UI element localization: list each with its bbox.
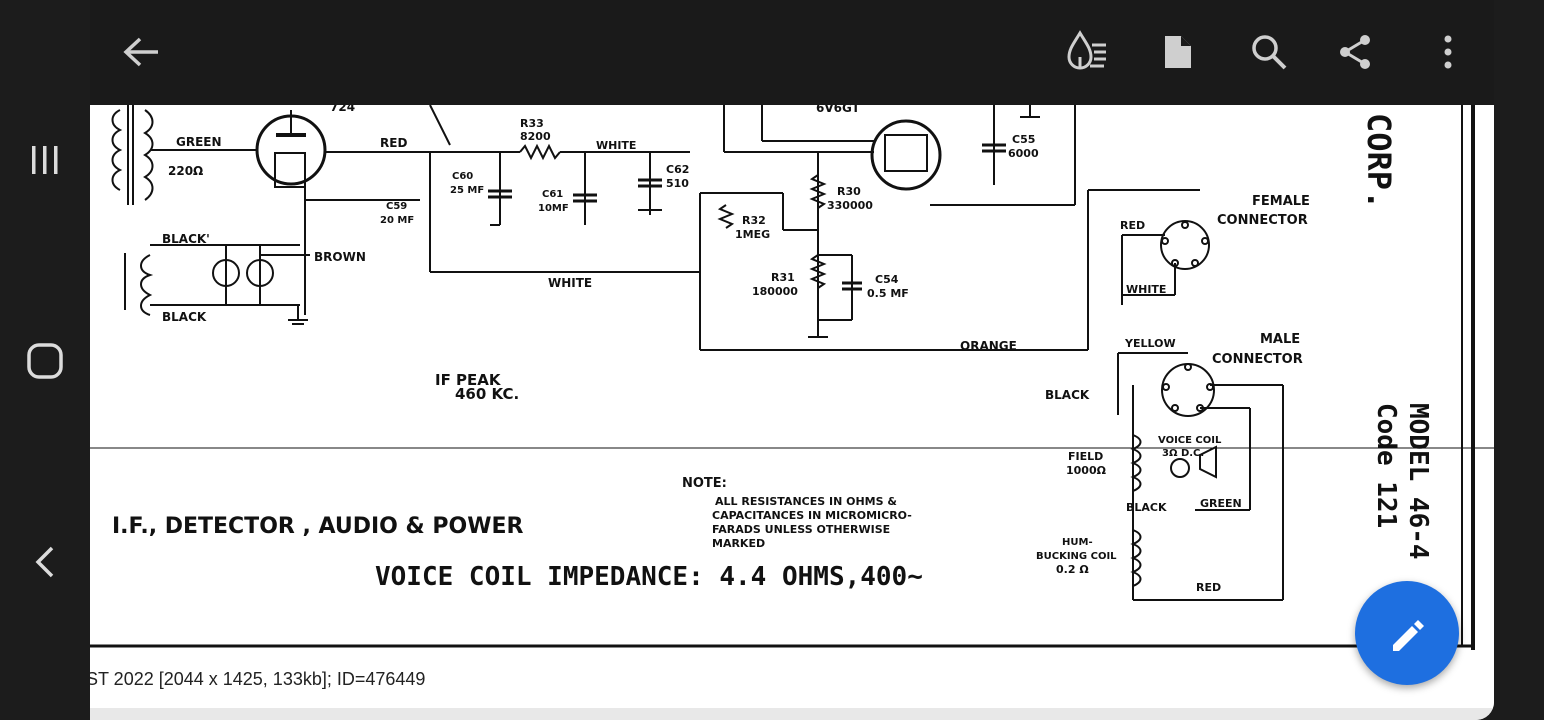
label-c61: C61 xyxy=(542,189,563,200)
label-c54-value: 0.5 MF xyxy=(867,287,909,300)
label-bucking: BUCKING COIL xyxy=(1036,551,1117,562)
schematic-title: I.F., DETECTOR , AUDIO & POWER xyxy=(112,514,523,539)
right-edge xyxy=(1494,0,1544,720)
label-r30: R30 xyxy=(837,185,861,198)
label-r33-value: 8200 xyxy=(520,130,551,143)
enhance-icon[interactable] xyxy=(1057,22,1117,82)
label-c62-value: 510 xyxy=(666,177,689,190)
label-green: GREEN xyxy=(176,135,222,149)
label-connector-2: CONNECTOR xyxy=(1212,352,1303,367)
label-hum: HUM- xyxy=(1062,537,1093,548)
image-info-text: ST 2022 [2044 x 1425, 133kb]; ID=476449 xyxy=(90,669,426,689)
note-head: NOTE: xyxy=(682,476,727,491)
label-c55-value: 6000 xyxy=(1008,147,1039,160)
schematic-image: I.F., DETECTOR , AUDIO & POWER NOTE: ALL… xyxy=(90,105,1494,650)
label-field: FIELD xyxy=(1068,450,1103,463)
edit-button[interactable] xyxy=(1355,581,1459,685)
note-line-4: MARKED xyxy=(712,537,765,550)
label-c54: C54 xyxy=(875,273,899,286)
label-black-spk: BLACK xyxy=(1126,501,1167,514)
recent-apps-icon[interactable] xyxy=(0,120,90,200)
note-line-1: ALL RESISTANCES IN OHMS & xyxy=(715,495,897,508)
bottom-strip xyxy=(90,708,1494,720)
note-line-2: CAPACITANCES IN MICROMICRO- xyxy=(712,509,912,522)
label-c59-value: 20 MF xyxy=(380,215,414,226)
corp-label: CORP. xyxy=(1360,113,1398,209)
model-label: MODEL 46-4 xyxy=(1403,403,1433,560)
label-black-bot: BLACK xyxy=(162,310,207,324)
label-orange: ORANGE xyxy=(960,339,1017,353)
label-r32: R32 xyxy=(742,214,766,227)
label-vc-ohm: 3Ω D.C. xyxy=(1162,448,1204,459)
image-canvas[interactable]: I.F., DETECTOR , AUDIO & POWER NOTE: ALL… xyxy=(90,105,1494,650)
label-voice-coil: VOICE COIL xyxy=(1158,435,1222,446)
impedance-label: VOICE COIL IMPEDANCE: 4.4 OHMS,400~ xyxy=(375,562,923,592)
label-c60: C60 xyxy=(452,171,473,182)
label-yellow: YELLOW xyxy=(1124,337,1176,350)
label-220: 220Ω xyxy=(168,164,203,178)
label-r32-value: 1MEG xyxy=(735,228,770,241)
label-hum-value: 0.2 Ω xyxy=(1056,563,1089,576)
label-white-top: WHITE xyxy=(596,139,636,152)
label-tube-num: 724 xyxy=(330,105,355,114)
label-white-mid: WHITE xyxy=(548,276,592,290)
label-c59: C59 xyxy=(386,201,407,212)
note-line-3: FARADS UNLESS OTHERWISE xyxy=(712,523,890,536)
if-peak-value: 460 KC. xyxy=(455,385,519,403)
edit-pencil-icon xyxy=(1393,620,1424,651)
label-r30-value: 330000 xyxy=(827,199,873,212)
label-r31: R31 xyxy=(771,271,795,284)
label-green-spk: GREEN xyxy=(1200,497,1242,510)
more-vert-icon[interactable] xyxy=(1418,22,1478,82)
home-icon[interactable] xyxy=(0,321,90,401)
label-red-conn: RED xyxy=(1120,219,1145,232)
label-tube: 6V6GT xyxy=(816,105,861,115)
label-brown: BROWN xyxy=(314,250,366,264)
label-black-conn: BLACK xyxy=(1045,388,1090,402)
back-icon[interactable] xyxy=(0,522,90,602)
image-viewer-window: I.F., DETECTOR , AUDIO & POWER NOTE: ALL… xyxy=(90,0,1494,720)
label-connector-1: CONNECTOR xyxy=(1217,213,1308,228)
label-c62: C62 xyxy=(666,163,689,176)
search-icon[interactable] xyxy=(1239,22,1299,82)
label-c60-value: 25 MF xyxy=(450,185,484,196)
label-red-spk: RED xyxy=(1196,581,1221,594)
share-icon[interactable] xyxy=(1325,22,1385,82)
label-r33: R33 xyxy=(520,117,544,130)
label-field-value: 1000Ω xyxy=(1066,464,1107,477)
label-c55: C55 xyxy=(1012,133,1035,146)
if-peak-label: IF PEAK xyxy=(435,371,502,389)
label-female: FEMALE xyxy=(1252,194,1310,209)
label-c61-value: 10MF xyxy=(538,203,569,214)
label-white-conn: WHITE xyxy=(1126,283,1166,296)
viewer-toolbar xyxy=(90,0,1494,105)
label-r31-value: 180000 xyxy=(752,285,798,298)
label-black-top: BLACK' xyxy=(162,232,210,246)
label-red: RED xyxy=(380,136,407,150)
label-male: MALE xyxy=(1260,332,1300,347)
system-nav-rail xyxy=(0,0,90,720)
code-label: Code 121 xyxy=(1371,403,1401,528)
image-info-bar: ST 2022 [2044 x 1425, 133kb]; ID=476449 xyxy=(90,650,1494,708)
arrow-left-icon[interactable] xyxy=(112,22,172,82)
document-icon[interactable] xyxy=(1148,22,1208,82)
